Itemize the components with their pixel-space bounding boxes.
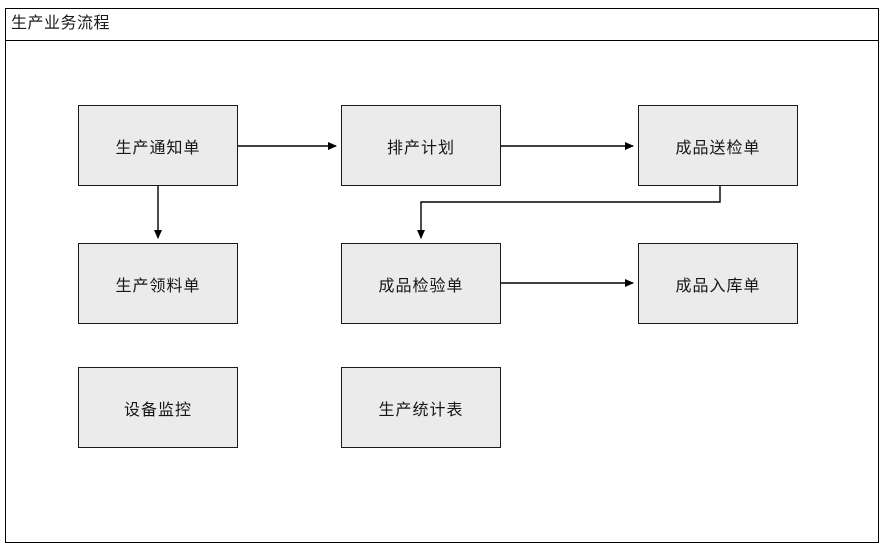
node-label: 生产领料单 — [115, 277, 201, 295]
node-production-statistics[interactable]: 生产统计表 — [341, 367, 501, 448]
node-production-schedule[interactable]: 排产计划 — [341, 105, 501, 186]
node-label: 成品检验单 — [378, 277, 464, 295]
node-label: 成品送检单 — [675, 139, 761, 157]
node-label: 设备监控 — [123, 401, 192, 419]
node-production-notice[interactable]: 生产通知单 — [78, 105, 238, 186]
page-title: 生产业务流程 — [11, 15, 111, 32]
node-material-requisition[interactable]: 生产领料单 — [78, 243, 238, 324]
node-finished-goods-inspection-request[interactable]: 成品送检单 — [638, 105, 798, 186]
node-label: 生产统计表 — [378, 401, 464, 419]
node-finished-goods-inspection[interactable]: 成品检验单 — [341, 243, 501, 324]
diagram-title-bar — [5, 8, 879, 41]
node-label: 成品入库单 — [675, 277, 761, 295]
node-label: 生产通知单 — [115, 139, 201, 157]
node-equipment-monitoring[interactable]: 设备监控 — [78, 367, 238, 448]
node-label: 排产计划 — [386, 139, 455, 157]
node-finished-goods-stock-in[interactable]: 成品入库单 — [638, 243, 798, 324]
